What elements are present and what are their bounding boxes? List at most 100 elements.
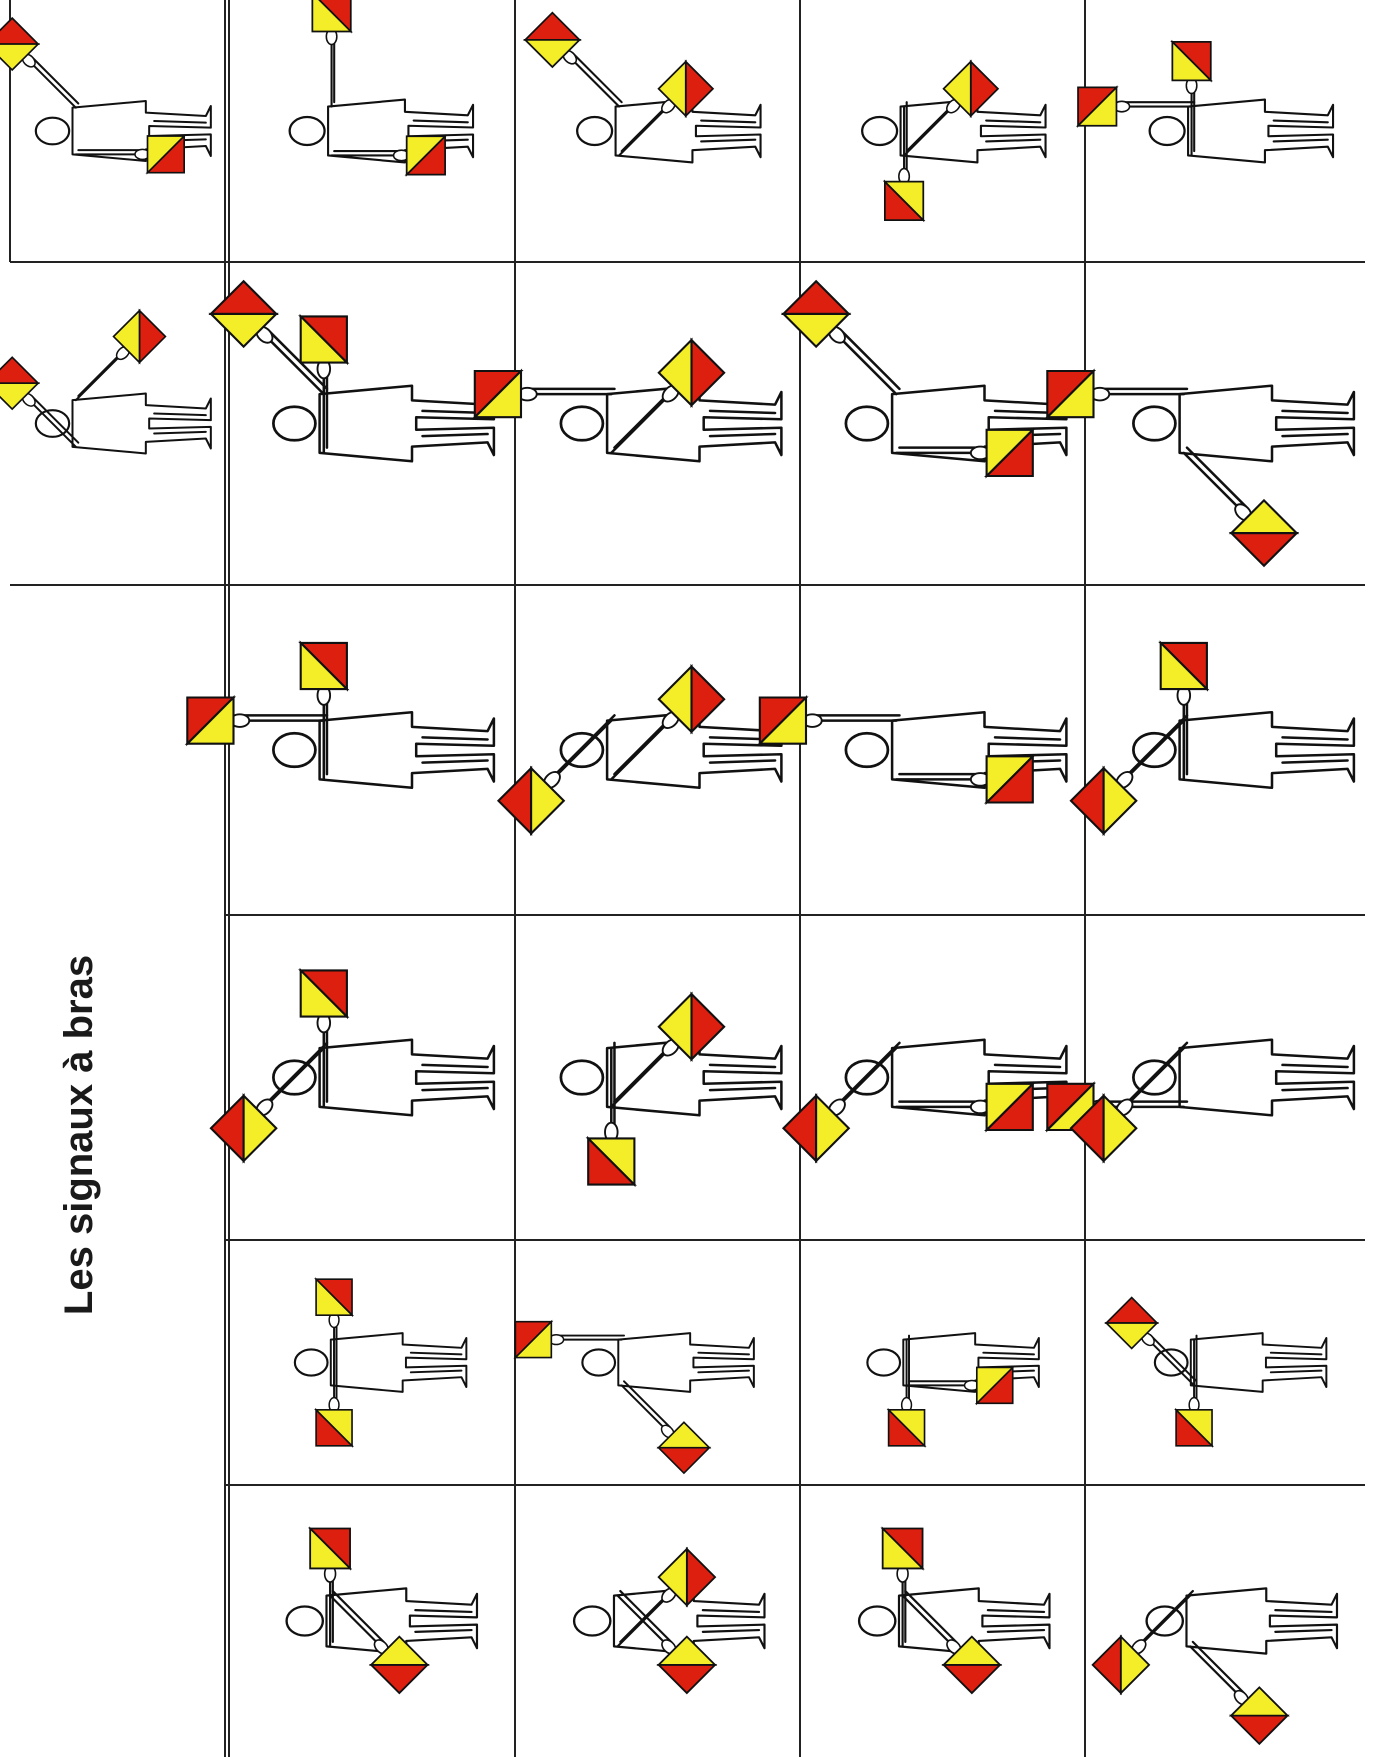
figure-arm-edge	[840, 329, 899, 388]
semaphore-cell-2-4	[1071, 643, 1354, 834]
figure-head	[859, 1606, 895, 1635]
figure-arm	[76, 353, 123, 400]
semaphore-figure	[475, 340, 782, 461]
figure-body	[73, 394, 211, 454]
semaphore-flag	[1172, 42, 1210, 80]
figure-arm	[570, 57, 619, 106]
figure-body	[618, 1333, 754, 1392]
grid-lines	[10, 0, 1365, 1757]
figure-legs-detail	[423, 737, 488, 762]
semaphore-figure	[290, 0, 473, 175]
semaphore-figure	[1078, 42, 1333, 163]
figure-head	[867, 1349, 900, 1375]
semaphore-cell-3-2	[561, 994, 782, 1185]
figure-legs-detail	[154, 414, 206, 434]
figure-legs-detail	[1271, 1353, 1322, 1373]
semaphore-cell-4-2	[515, 1322, 753, 1473]
semaphore-figure	[574, 1549, 764, 1693]
figure-head	[561, 407, 603, 441]
semaphore-cell-2-2	[498, 667, 781, 834]
semaphore-figure	[783, 1040, 1066, 1161]
figure-legs-detail	[701, 121, 755, 142]
semaphore-figure	[1047, 371, 1354, 566]
figure-head	[574, 1606, 610, 1635]
semaphore-figure	[1093, 1588, 1337, 1743]
figure-body	[1180, 386, 1354, 462]
chart-title: Les signaux à bras	[57, 955, 101, 1315]
semaphore-flag	[987, 430, 1033, 476]
figure-body	[1188, 100, 1333, 163]
figure-body	[331, 1333, 467, 1392]
semaphore-cell-5-2	[574, 1549, 764, 1693]
semaphore-flag	[885, 182, 923, 220]
semaphore-flag	[588, 1138, 634, 1184]
figure-legs-detail	[1283, 1065, 1348, 1090]
semaphore-figure	[0, 18, 211, 173]
semaphore-flag	[301, 970, 347, 1016]
semaphore-flag	[760, 698, 806, 744]
semaphore-flag	[987, 756, 1033, 802]
semaphore-figure	[211, 970, 494, 1161]
semaphore-figure	[862, 62, 1045, 220]
semaphore-cell-0-0	[0, 18, 211, 173]
semaphore-flag	[148, 136, 185, 173]
figure-body	[1186, 1588, 1337, 1653]
semaphore-cell-1-3	[783, 281, 1066, 476]
semaphore-flag	[407, 136, 445, 174]
semaphore-figure	[859, 1529, 1049, 1694]
figure-arm	[903, 1596, 954, 1647]
figure-arm	[611, 1048, 670, 1107]
figure-head	[273, 733, 315, 767]
figure-arm	[330, 1596, 381, 1647]
semaphore-flag	[883, 1529, 923, 1569]
figure-legs-detail	[986, 121, 1040, 142]
figure-head	[287, 1606, 323, 1635]
semaphore-cell-1-4	[1047, 371, 1354, 566]
figure-head	[561, 1061, 603, 1095]
figure-arm	[904, 106, 953, 155]
semaphore-flag	[1176, 1410, 1212, 1446]
semaphore-flag	[301, 643, 347, 689]
semaphore-flag	[301, 316, 347, 362]
figure-legs-detail	[710, 411, 775, 436]
semaphore-cell-3-3	[783, 1040, 1066, 1161]
semaphore-flag	[889, 1410, 925, 1446]
figure-arm-edge	[572, 53, 621, 102]
semaphore-figure	[867, 1333, 1039, 1446]
semaphore-cell-1-1	[211, 281, 494, 461]
figure-legs-detail	[1283, 737, 1348, 762]
semaphore-figure	[515, 1322, 753, 1473]
semaphore-flag	[475, 371, 521, 417]
figure-legs-detail	[698, 1353, 749, 1373]
figure-head	[1133, 407, 1175, 441]
semaphore-cell-0-3	[862, 62, 1045, 220]
semaphore-cell-3-1	[211, 970, 494, 1161]
figure-arm	[611, 394, 670, 453]
figure-body	[320, 712, 494, 788]
figure-head	[295, 1349, 328, 1375]
figure-arm-edge	[333, 1591, 384, 1642]
figure-body	[320, 1040, 494, 1116]
semaphore-figure	[211, 281, 494, 461]
semaphore-cell-2-1	[187, 643, 494, 788]
semaphore-flag	[1161, 643, 1207, 689]
semaphore-cell-5-3	[859, 1529, 1049, 1694]
semaphore-figure	[783, 281, 1066, 476]
semaphore-flag	[987, 1084, 1033, 1130]
figure-arm	[1184, 453, 1243, 512]
figure-head	[582, 1349, 615, 1375]
figure-arm	[29, 61, 76, 108]
semaphore-figure	[1071, 643, 1354, 834]
semaphore-flag	[316, 1410, 352, 1446]
figure-arm	[1190, 1646, 1241, 1697]
figure-legs-detail	[1275, 1610, 1331, 1632]
figure-body	[1180, 1040, 1354, 1116]
figure-arm	[611, 720, 670, 779]
figure-head	[273, 407, 315, 441]
figure-body	[1191, 1333, 1327, 1392]
semaphore-cell-0-1	[290, 0, 473, 175]
semaphore-flag	[310, 1529, 350, 1569]
figure-head	[846, 733, 888, 767]
figure-legs-detail	[1283, 411, 1348, 436]
semaphore-cell-1-0	[0, 311, 211, 454]
